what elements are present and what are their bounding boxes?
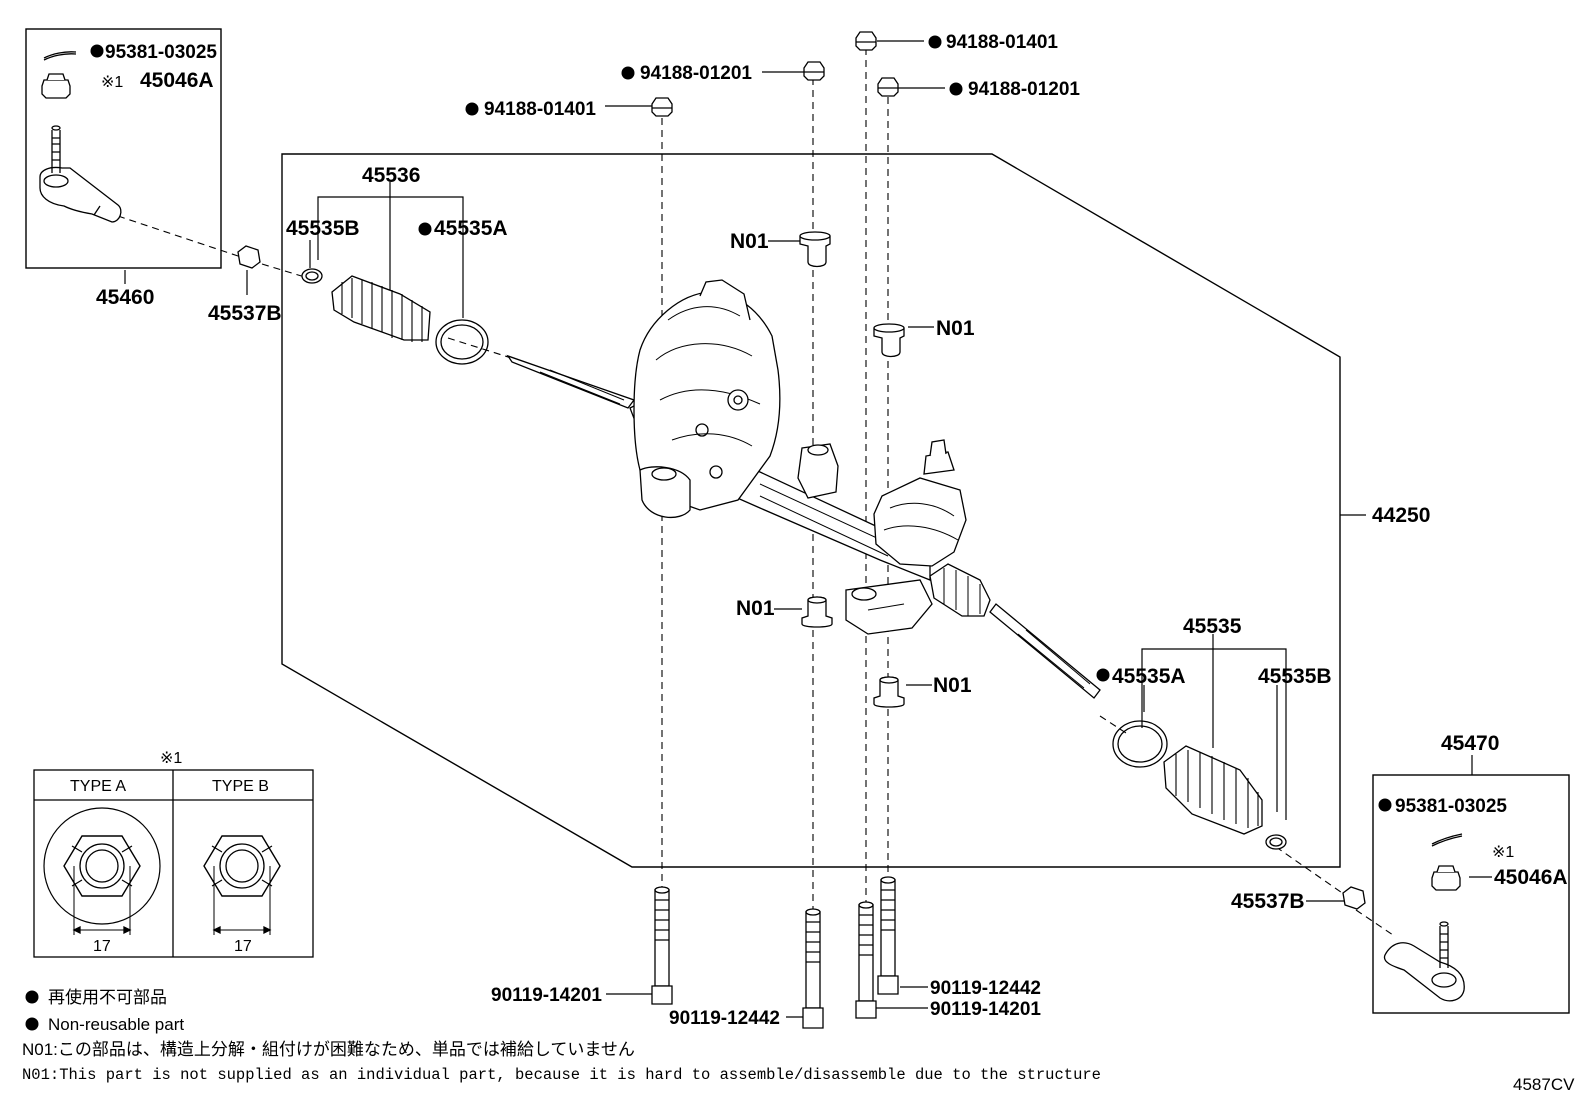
callout-90119-14201-a: 90119-14201 [491, 985, 602, 1006]
callout-94188-01201-b: 94188-01201 [968, 79, 1080, 100]
callout-45470: 45470 [1441, 732, 1499, 755]
rack-boot-right [1163, 745, 1263, 835]
type-b-label: TYPE B [212, 778, 269, 795]
callout-45535: 45535 [1183, 615, 1242, 638]
legend-notes: 再使用不可部品 Non-reusable part N01:この部品は、構造上分… [22, 987, 1575, 1094]
tie-rod-end-box-right [1372, 774, 1570, 1014]
type-a-size: 17 [93, 938, 111, 955]
callout-95381-03025-top: 95381-03025 [105, 42, 217, 63]
callout-45537B-right: 45537B [1231, 890, 1305, 913]
diagram-code: 4587CV [1513, 1075, 1575, 1094]
legend-jp-nonreusable: 再使用不可部品 [48, 987, 167, 1007]
mount-bolt-90119-12442-right [877, 876, 899, 995]
callout-90119-12442-a: 90119-12442 [669, 1008, 780, 1029]
nut-94188-01201-right [877, 77, 899, 97]
rack-boot-left [331, 275, 431, 342]
boot-clamp-left [435, 319, 489, 365]
nut-94188-01401-left [651, 97, 673, 117]
callout-45535A-left: 45535A [434, 217, 508, 240]
rack-housing [506, 279, 1101, 699]
callout-ref1-right: ※1 [1492, 844, 1514, 861]
lock-nut-right [1342, 886, 1366, 910]
boot-clamp-right [1112, 720, 1168, 768]
type-a-label: TYPE A [70, 778, 126, 795]
callout-95381-03025-right: 95381-03025 [1395, 796, 1507, 817]
nut-94188-01201-left [803, 61, 825, 81]
callout-N01-upper-right: N01 [936, 317, 975, 340]
callout-44250: 44250 [1372, 504, 1430, 527]
type-b-size: 17 [234, 938, 252, 955]
callout-45046A-top: 45046A [140, 69, 214, 92]
tie-rod-end-left [39, 51, 122, 223]
boot-clip-right [1265, 834, 1287, 850]
callout-45537B-left: 45537B [208, 302, 282, 325]
lock-nut-left [237, 245, 261, 269]
mount-bolt-90119-14201-right [855, 901, 877, 1019]
nut-type-table: ※1 TYPE A TYPE B 17 17 [33, 750, 314, 958]
callout-45536: 45536 [362, 164, 420, 187]
bushing-n01-upper-right [873, 323, 905, 358]
callout-94188-01201-a: 94188-01201 [640, 63, 752, 84]
nut-94188-01401-right [855, 31, 877, 51]
non-reusable-markers [25, 35, 1392, 1031]
callout-45535B-left: 45535B [286, 217, 360, 240]
callout-ref1-top: ※1 [101, 74, 123, 91]
callout-94188-01401-b: 94188-01401 [946, 32, 1058, 53]
type-table-ref-mark: ※1 [160, 750, 182, 767]
leader-lines [124, 40, 1492, 1018]
callout-45535B-right: 45535B [1258, 665, 1332, 688]
note-en-n01: N01:This part is not supplied as an indi… [22, 1066, 1101, 1084]
mount-bolt-90119-14201-left [651, 886, 673, 1005]
callout-N01-lower-right: N01 [933, 674, 972, 697]
note-jp-n01: N01:この部品は、構造上分解・組付けが困難なため、単品では補給していません [22, 1040, 635, 1059]
bushing-n01-lower-left [801, 596, 833, 628]
callout-N01-lower-left: N01 [736, 597, 775, 620]
tie-rod-end-box-left [25, 28, 222, 269]
callout-labels: 95381-03025 ※1 45046A 45460 45537B 45536… [96, 32, 1568, 1029]
tie-rod-end-right [1383, 833, 1465, 1002]
callout-45046A-right: 45046A [1494, 866, 1568, 889]
callout-90119-14201-b: 90119-14201 [930, 999, 1041, 1020]
callout-N01-upper-left: N01 [730, 230, 769, 253]
callout-90119-12442-b: 90119-12442 [930, 978, 1041, 999]
legend-en-nonreusable: Non-reusable part [48, 1015, 184, 1034]
assembly-frame-44250 [281, 153, 1341, 868]
bushing-n01-upper-left [799, 231, 831, 268]
boot-clip-left [301, 268, 323, 284]
bushing-n01-lower-right [873, 676, 905, 708]
mount-bolt-90119-12442-left [802, 908, 824, 1029]
callout-45535A-right: 45535A [1112, 665, 1186, 688]
callout-45460: 45460 [96, 286, 154, 309]
callout-94188-01401-a: 94188-01401 [484, 99, 596, 120]
